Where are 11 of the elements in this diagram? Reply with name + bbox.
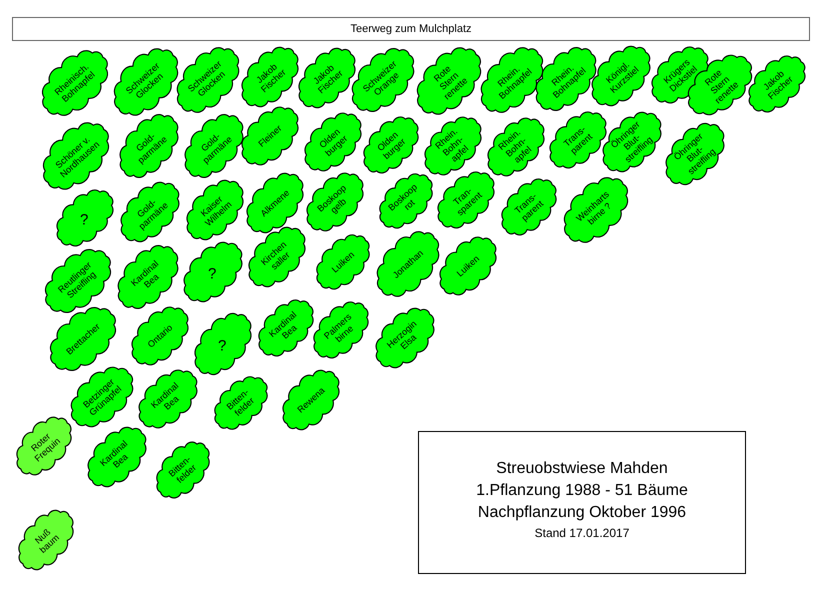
info-panel <box>418 431 746 574</box>
orchard-name: Streuobstwiese Mahden <box>496 459 668 479</box>
tree-label: ? <box>218 338 226 354</box>
info-line: Nachpflanzung Oktober 1996 <box>478 503 686 523</box>
tree-symbol <box>212 373 270 433</box>
tree-label: ? <box>208 266 216 282</box>
road-strip <box>12 17 810 41</box>
road-label: Teerweg zum Mulchplatz <box>350 23 472 35</box>
tree-label: ? <box>80 212 88 228</box>
info-line: 1.Pflanzung 1988 - 51 Bäume <box>476 481 688 501</box>
date-note: Stand 17.01.2017 <box>534 525 630 542</box>
